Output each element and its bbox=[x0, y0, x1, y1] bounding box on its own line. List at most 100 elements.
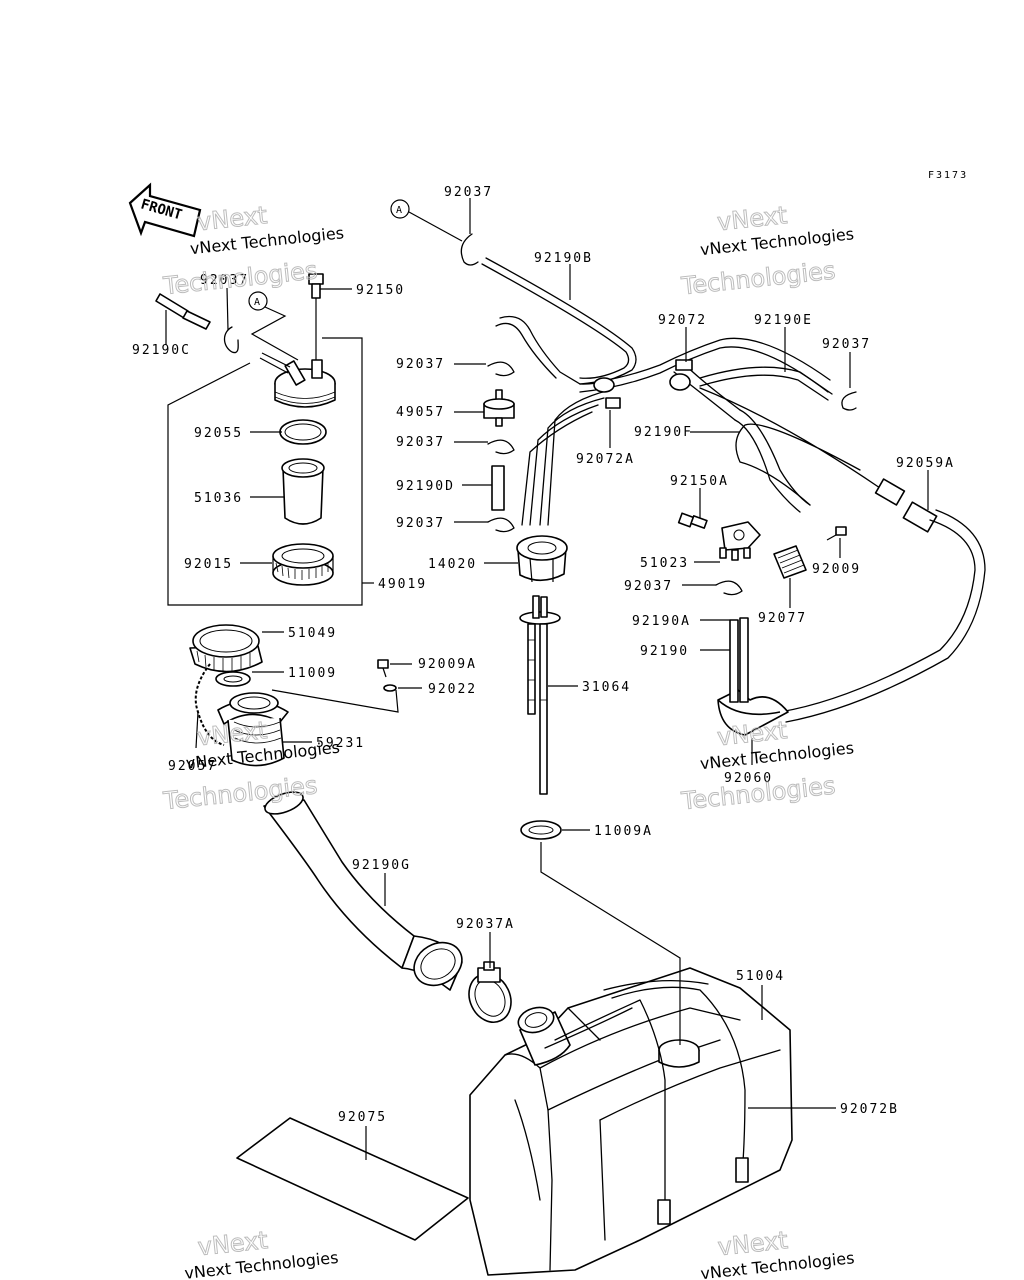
label-92190g: 92190G bbox=[352, 858, 411, 873]
hose-bundle bbox=[495, 315, 831, 526]
label-51004: 51004 bbox=[736, 969, 785, 984]
sleeve-92059a bbox=[874, 478, 938, 533]
label-92022: 92022 bbox=[428, 682, 477, 697]
callout-a-left: A bbox=[248, 291, 299, 361]
filter-head bbox=[259, 352, 336, 408]
pickup-tube-31064 bbox=[519, 595, 561, 795]
label-51036: 51036 bbox=[194, 491, 243, 506]
label-11009: 11009 bbox=[288, 666, 337, 681]
clip-92037-e bbox=[715, 580, 743, 596]
valve-51023 bbox=[719, 521, 761, 561]
label-92150: 92150 bbox=[356, 283, 405, 298]
filter-assembly-box bbox=[167, 337, 374, 606]
hose-92190d bbox=[491, 465, 505, 511]
filter-element-51036 bbox=[281, 458, 325, 525]
label-92057: 92057 bbox=[168, 759, 217, 774]
leader-11009a-tank bbox=[540, 842, 681, 1045]
front-arrow-icon: FRONT bbox=[128, 182, 202, 238]
hose-clamp-92037a bbox=[468, 961, 512, 1023]
filler-neck-59231 bbox=[217, 692, 289, 767]
label-49057: 49057 bbox=[396, 405, 445, 420]
hose-92190c bbox=[155, 293, 211, 330]
label-92150a: 92150A bbox=[670, 474, 729, 489]
label-31064: 31064 bbox=[582, 680, 631, 695]
label-92077: 92077 bbox=[758, 611, 807, 626]
hose-92190f bbox=[699, 387, 881, 506]
label-92015: 92015 bbox=[184, 557, 233, 572]
svg-text:A: A bbox=[396, 205, 402, 216]
svg-text:Technologies: Technologies bbox=[161, 256, 318, 300]
label-92037-e: 92037 bbox=[624, 579, 673, 594]
fuel-cap-51049 bbox=[189, 624, 263, 673]
watermark-mid-right: vNext vNext Technologies Technologies bbox=[679, 716, 855, 816]
screw-92009a bbox=[377, 659, 389, 678]
label-92190f: 92190F bbox=[634, 425, 693, 440]
washer-92022 bbox=[383, 684, 397, 692]
svg-text:vNext: vNext bbox=[716, 201, 789, 236]
screw-92009 bbox=[826, 526, 847, 541]
clamp-92072 bbox=[669, 373, 691, 391]
label-92037-left: 92037 bbox=[200, 273, 249, 288]
hose-92190b bbox=[481, 257, 637, 385]
label-92190b: 92190B bbox=[534, 251, 593, 266]
tank-straps-92072b bbox=[544, 979, 749, 1225]
screw-92150 bbox=[308, 273, 324, 362]
svg-text:vNext: vNext bbox=[196, 201, 269, 236]
label-92009: 92009 bbox=[812, 562, 861, 577]
label-92037-c: 92037 bbox=[396, 435, 445, 450]
label-51049: 51049 bbox=[288, 626, 337, 641]
hose-big-right bbox=[779, 519, 976, 713]
part-labels: 92037 92190B 92037 92150 92190C 92072 92… bbox=[132, 185, 955, 1125]
clip-92037-left bbox=[223, 326, 239, 354]
clamp-92072a-head bbox=[605, 397, 621, 409]
svg-text:Technologies: Technologies bbox=[679, 256, 836, 300]
callout-a-top: A bbox=[390, 199, 463, 242]
label-92060: 92060 bbox=[724, 771, 773, 786]
label-92059a: 92059A bbox=[896, 456, 955, 471]
label-92190: 92190 bbox=[640, 644, 689, 659]
clip-92037-d bbox=[487, 517, 515, 533]
label-59231: 59231 bbox=[316, 736, 365, 751]
screw-92150a bbox=[677, 512, 708, 529]
pad-92075 bbox=[236, 1117, 469, 1241]
label-92190e: 92190E bbox=[754, 313, 813, 328]
label-11009a: 11009A bbox=[594, 824, 653, 839]
pipe-92190 bbox=[729, 617, 749, 703]
label-92072: 92072 bbox=[658, 313, 707, 328]
label-14020: 14020 bbox=[428, 557, 477, 572]
label-92190a: 92190A bbox=[632, 614, 691, 629]
fuel-tank-51004 bbox=[469, 967, 793, 1276]
label-92037-d: 92037 bbox=[396, 516, 445, 531]
hose-92190g bbox=[263, 791, 463, 991]
label-92055: 92055 bbox=[194, 426, 243, 441]
clip-92037-right bbox=[841, 391, 857, 411]
hose-92190e-2 bbox=[699, 374, 829, 401]
label-92190d: 92190D bbox=[396, 479, 455, 494]
gasket-11009a bbox=[520, 820, 562, 840]
svg-text:A: A bbox=[254, 297, 260, 308]
label-49019: 49019 bbox=[378, 577, 427, 592]
leader-lines bbox=[165, 198, 929, 1160]
watermark-top-right: vNext vNext Technologies Technologies bbox=[679, 201, 855, 301]
clip-92037-c bbox=[487, 439, 515, 455]
filter-49057 bbox=[483, 389, 515, 427]
clamp-92072-a bbox=[593, 377, 615, 393]
clamp-92072-head bbox=[675, 359, 693, 371]
label-92072b: 92072B bbox=[840, 1102, 899, 1117]
hose-92190e bbox=[699, 366, 833, 395]
clip-92077 bbox=[773, 545, 807, 579]
reference-code: F3173 bbox=[928, 170, 968, 181]
gasket-11009 bbox=[215, 671, 251, 687]
watermark-bottom-left: vNext vNext Technologies bbox=[184, 1226, 340, 1280]
label-51023: 51023 bbox=[640, 556, 689, 571]
label-92190c: 92190C bbox=[132, 343, 191, 358]
label-92009a: 92009A bbox=[418, 657, 477, 672]
label-92037-b: 92037 bbox=[396, 357, 445, 372]
nut-14020 bbox=[516, 535, 568, 583]
label-92072a: 92072A bbox=[576, 452, 635, 467]
label-92037-top: 92037 bbox=[444, 185, 493, 200]
label-92075: 92075 bbox=[338, 1110, 387, 1125]
label-92037a: 92037A bbox=[456, 917, 515, 932]
clip-92037-top bbox=[460, 233, 479, 266]
